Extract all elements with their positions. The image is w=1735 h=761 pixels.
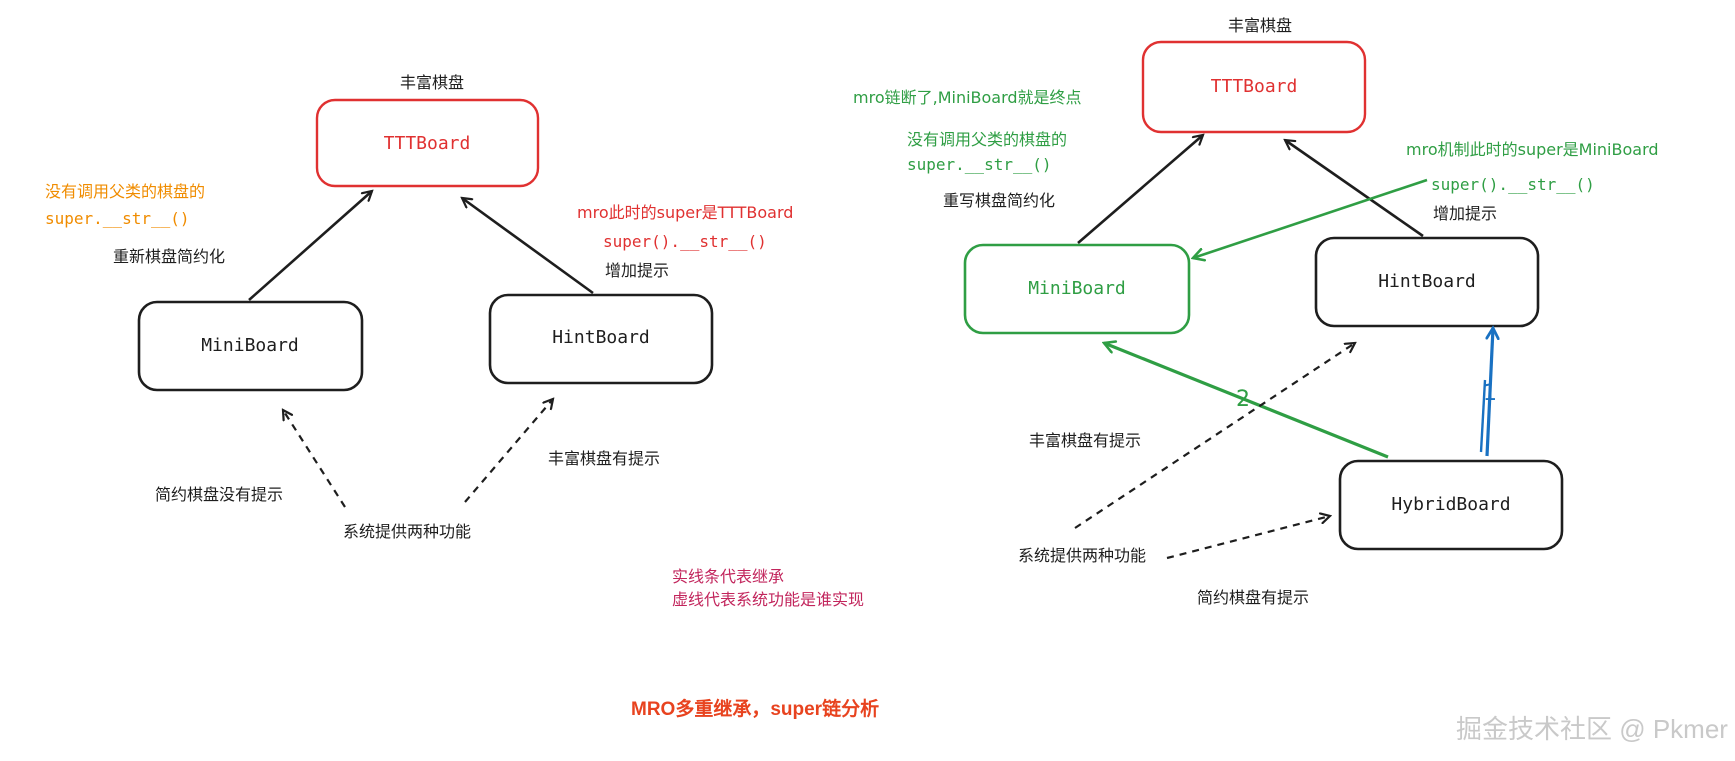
right-note-green-no-call-2: super.__str__() xyxy=(907,155,1052,174)
left-tttboard-box xyxy=(315,98,540,188)
right-rich-label: 丰富棋盘有提示 xyxy=(1029,431,1141,450)
right-note-green-no-call-1: 没有调用父类的棋盘的 xyxy=(907,130,1067,149)
left-diagram: TTTBoard MiniBoard HintBoard 丰富棋盘 没有调用父类… xyxy=(45,73,793,541)
right-mini-edge-label: 重写棋盘简约化 xyxy=(943,191,1055,210)
left-note-orange-2: super.__str__() xyxy=(45,209,190,228)
right-system-label: 系统提供两种功能 xyxy=(1018,546,1146,565)
left-system-to-hint-dashed xyxy=(464,399,553,503)
left-mini-edge-label: 重新棋盘简约化 xyxy=(113,247,225,266)
right-step1-arrow xyxy=(1485,328,1493,457)
watermark: 掘金技术社区 @ Pkmer xyxy=(1456,714,1728,744)
left-note-red-2: super().__str__() xyxy=(603,232,767,251)
right-diagram: TTTBoard MiniBoard HintBoard HybridBoard… xyxy=(853,16,1659,607)
left-note-red-1: mro此时的super是TTTBoard xyxy=(577,203,793,222)
right-tttboard-label: TTTBoard xyxy=(1211,76,1298,97)
left-hint-edge-label: 增加提示 xyxy=(605,261,669,280)
right-step2-label: 2 xyxy=(1236,387,1250,412)
left-hint-dashed-label: 丰富棋盘有提示 xyxy=(548,449,660,468)
right-miniboard-box xyxy=(963,243,1191,335)
right-step1-arrow-double xyxy=(1479,379,1487,453)
right-hybridboard-box xyxy=(1338,459,1564,551)
right-note-green-mro-1: mro机制此时的super是MiniBoard xyxy=(1406,140,1659,159)
left-hintboard-box xyxy=(488,293,714,385)
legend-dashed: 虚线代表系统功能是谁实现 xyxy=(672,590,864,609)
right-mro-super-arrow xyxy=(1193,178,1428,258)
left-miniboard-label: MiniBoard xyxy=(201,335,299,356)
left-miniboard-box xyxy=(137,300,364,392)
left-system-to-mini-dashed xyxy=(283,410,346,508)
right-tttboard-box xyxy=(1141,40,1367,134)
right-note-green-chain: mro链断了,MiniBoard就是终点 xyxy=(853,88,1082,107)
right-hybridboard-label: HybridBoard xyxy=(1391,494,1510,515)
right-hintboard-label: HintBoard xyxy=(1378,271,1476,292)
left-hintboard-label: HintBoard xyxy=(552,327,650,348)
right-system-to-hybrid-dashed xyxy=(1166,516,1330,560)
right-step2-arrow xyxy=(1104,343,1389,459)
right-system-to-hint-dashed xyxy=(1074,343,1355,529)
right-note-green-mro-2: super().__str__() xyxy=(1431,175,1595,194)
legend-solid: 实线条代表继承 xyxy=(672,567,784,586)
left-mini-to-ttt-arrow xyxy=(248,191,372,301)
right-miniboard-label: MiniBoard xyxy=(1028,278,1126,299)
right-step1-label: 1 xyxy=(1483,381,1497,406)
right-hint-to-ttt-arrow xyxy=(1285,140,1424,238)
left-system-label: 系统提供两种功能 xyxy=(343,522,471,541)
right-hintboard-box xyxy=(1314,236,1540,328)
right-mini-to-ttt-arrow xyxy=(1077,135,1203,244)
right-simple-label: 简约棋盘有提示 xyxy=(1197,588,1309,607)
left-hint-to-ttt-arrow xyxy=(462,198,594,295)
left-top-label: 丰富棋盘 xyxy=(400,73,464,92)
diagram-title: MRO多重继承，super链分析 xyxy=(631,697,879,720)
left-note-orange-1: 没有调用父类的棋盘的 xyxy=(45,182,205,201)
right-hint-edge-label: 增加提示 xyxy=(1433,204,1497,223)
left-mini-dashed-label: 简约棋盘没有提示 xyxy=(155,485,283,504)
left-tttboard-label: TTTBoard xyxy=(384,133,471,154)
right-top-label: 丰富棋盘 xyxy=(1228,16,1292,35)
